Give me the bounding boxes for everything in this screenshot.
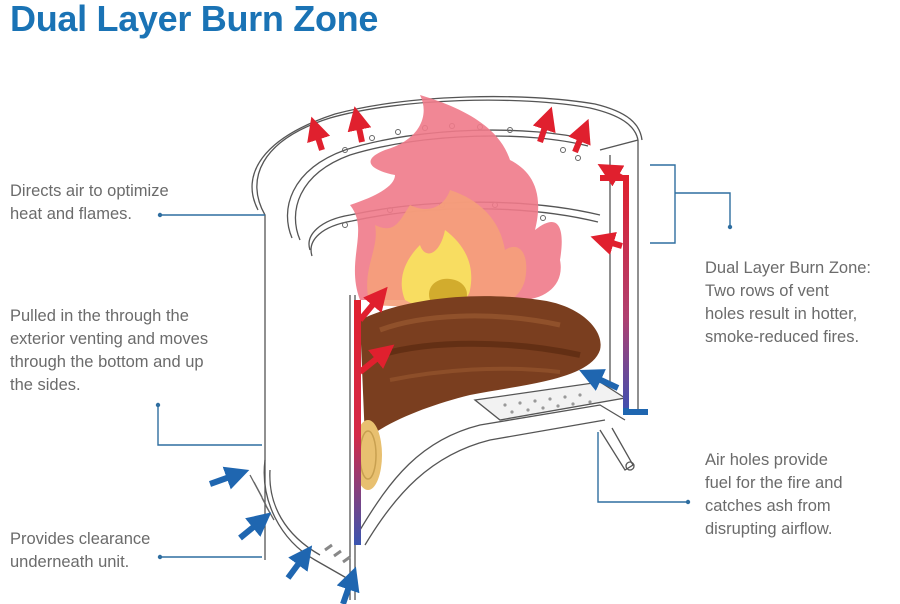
base-curve-inner — [269, 469, 321, 556]
leg-foot — [625, 461, 635, 471]
left-air-channel — [354, 300, 361, 545]
leader-line-air-holes — [597, 432, 688, 503]
callout-air-holes-line: disrupting airflow. — [705, 520, 833, 538]
inner-ring-outline — [286, 129, 591, 239]
callout-dual-layer-line: Dual Layer Burn Zone: — [705, 259, 872, 277]
red-arrow-icon — [568, 118, 591, 154]
red-arrow-icon — [590, 231, 623, 255]
leader-line-dual-layer — [650, 164, 731, 244]
red-arrow-icon — [357, 286, 388, 322]
callout-air-holes-line: Air holes provide — [705, 451, 828, 469]
blue-channel-end — [623, 408, 648, 415]
callout-exterior-vent: Pulled in the through the exterior venti… — [10, 305, 208, 397]
leg-right — [599, 427, 634, 471]
outer-shell-outline — [256, 99, 639, 560]
blue-arrow-icon — [208, 466, 250, 490]
callout-air-holes-line: fuel for the fire and — [705, 474, 843, 492]
leader-dots — [155, 212, 733, 560]
callout-rim: Directs air to optimize heat and flames. — [10, 180, 169, 226]
log-grain — [389, 366, 561, 382]
blue-arrow-icon — [238, 512, 272, 541]
blue-arrow-icon — [336, 566, 360, 604]
callout-air-holes-line: catches ash from — [705, 497, 831, 515]
callout-exterior-vent-line: the sides. — [10, 376, 81, 394]
callout-exterior-vent-line: exterior venting and moves — [10, 330, 209, 348]
outer-rim-outline — [251, 95, 643, 211]
red-arrow-icon — [358, 344, 395, 375]
callout-exterior-vent-line: through the bottom and up — [10, 353, 204, 371]
callout-air-holes: Air holes provide fuel for the fire and … — [705, 449, 843, 541]
base-slots — [324, 543, 351, 564]
callout-dual-layer-line: holes result in hotter, — [705, 305, 858, 323]
page-title: Dual Layer Burn Zone — [10, 0, 379, 39]
red-arrow-icon — [347, 106, 372, 143]
wall-top-right — [599, 139, 639, 151]
leader-line-exterior-vent — [157, 405, 262, 446]
floor-plate — [359, 404, 626, 531]
blue-arrow-icon — [285, 545, 313, 580]
callout-base-line: underneath unit. — [10, 553, 130, 571]
inner-ring-outline — [294, 135, 589, 241]
floor-plate-lower — [364, 419, 606, 546]
callout-base: Provides clearance underneath unit. — [10, 528, 150, 574]
base-curve — [263, 459, 351, 581]
blue-arrow-icon — [579, 369, 620, 391]
red-arrow-icon — [532, 106, 556, 143]
ash-plate-holes — [503, 393, 592, 414]
right-air-channel — [600, 175, 629, 410]
log-grain — [379, 340, 581, 358]
callout-rim-line: heat and flames. — [10, 205, 132, 223]
callout-dual-layer-line: smoke-reduced fires. — [705, 328, 860, 346]
red-arrow-icon — [307, 116, 331, 151]
exterior-vents — [249, 474, 275, 521]
callout-dual-layer-line: Two rows of vent — [705, 282, 829, 300]
hot-air-arrows — [307, 106, 625, 375]
flame-illustration — [350, 95, 562, 310]
callout-rim-line: Directs air to optimize — [10, 182, 169, 200]
cold-air-arrows — [208, 369, 620, 604]
callout-dual-layer: Dual Layer Burn Zone: Two rows of vent h… — [705, 257, 871, 349]
leader-lines — [157, 164, 731, 558]
log-grain — [379, 313, 561, 333]
callout-exterior-vent-line: Pulled in the through the — [10, 307, 189, 325]
callout-base-line: Provides clearance — [10, 530, 151, 548]
